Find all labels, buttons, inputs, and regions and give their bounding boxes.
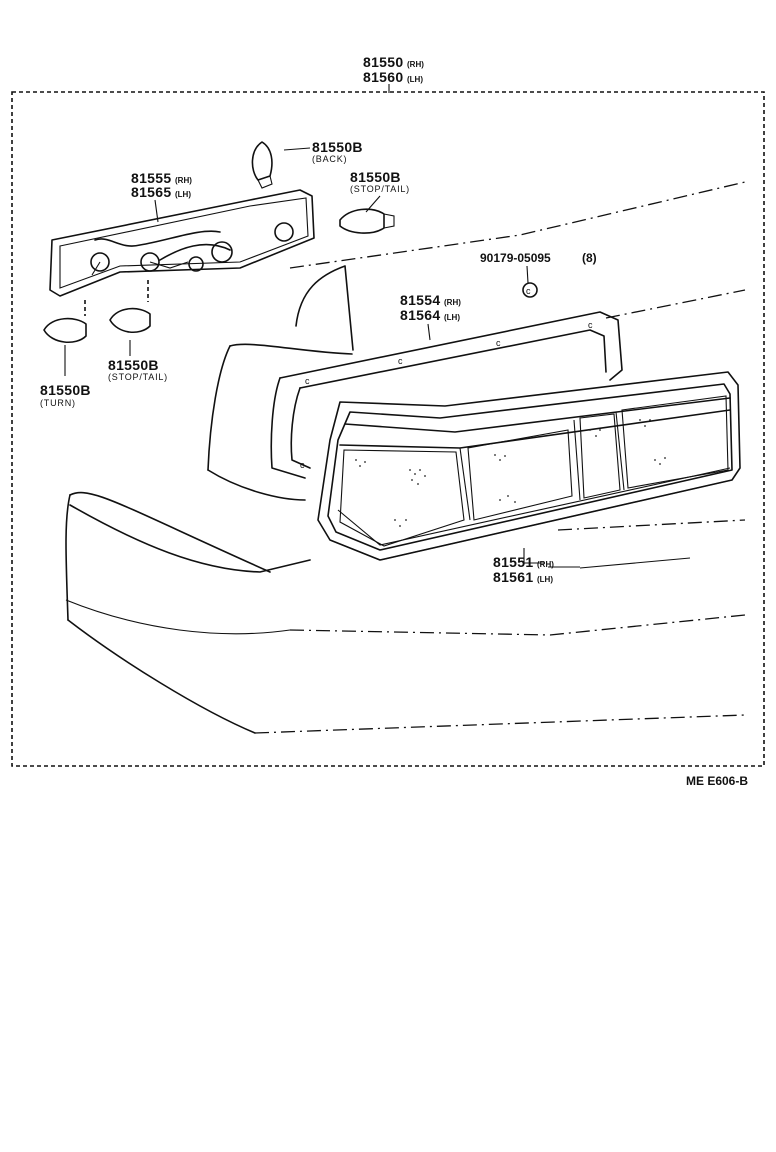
gasket-side-lh: (LH) [444, 313, 460, 322]
socket-side-lh: (LH) [175, 190, 191, 199]
assembly-side-rh: (RH) [407, 60, 424, 69]
label-bulb-turn: 81550B (TURN) [40, 382, 91, 408]
gasket-side-rh: (RH) [444, 298, 461, 307]
svg-text:c: c [305, 376, 310, 386]
bulb-back-part: 81550B [312, 139, 363, 155]
bulb-stop-tail-upper-part: 81550B [350, 169, 401, 185]
gasket-part-rh: 81554 [400, 292, 440, 308]
label-assembly: 81550 (RH) 81560 (LH) [363, 54, 424, 85]
figure-code: ME E606-B [686, 774, 748, 788]
lens-part-rh: 81551 [493, 554, 533, 570]
assembly-side-lh: (LH) [407, 75, 423, 84]
svg-text:c: c [300, 460, 305, 470]
label-bulb-stop-tail-upper: 81550B (STOP/TAIL) [350, 169, 410, 194]
label-socket-harness: 81555 (RH) 81565 (LH) [131, 170, 192, 200]
svg-text:c: c [526, 286, 531, 296]
svg-text:c: c [496, 338, 501, 348]
lamp-housing-panel [207, 343, 353, 501]
bulb-turn-part: 81550B [40, 382, 91, 398]
label-nut: 90179-05095 (8) [480, 251, 597, 265]
bulb-turn-sub: (TURN) [40, 398, 76, 408]
label-bulb-back: 81550B (BACK) [312, 139, 363, 164]
bulb-back-sub: (BACK) [312, 154, 347, 164]
socket-side-rh: (RH) [175, 176, 192, 185]
bulb-stop-tail-upper [339, 208, 395, 234]
nut-qty: (8) [582, 251, 597, 265]
gasket: c c c c c [270, 311, 623, 479]
lens-shading [355, 419, 666, 527]
svg-text:c: c [588, 320, 593, 330]
gasket-part-lh: 81564 [400, 307, 440, 323]
bulb-turn [43, 317, 87, 343]
socket-harness-plate [49, 189, 315, 297]
bulb-stop-tail-lower-sub: (STOP/TAIL) [108, 372, 168, 382]
socket-part-lh: 81565 [131, 184, 171, 200]
svg-text:c: c [398, 356, 403, 366]
assembly-boundary-frame [11, 84, 765, 767]
assembly-part-rh: 81550 [363, 54, 403, 70]
socket-part-rh: 81555 [131, 170, 171, 186]
lens-part-lh: 81561 [493, 569, 533, 585]
rear-body-panel [65, 491, 311, 734]
label-bulb-stop-tail-lower: 81550B (STOP/TAIL) [108, 357, 168, 382]
lens-side-lh: (LH) [537, 575, 553, 584]
leader-lines [64, 147, 691, 569]
assembly-part-lh: 81560 [363, 69, 403, 85]
lens-side-rh: (RH) [537, 560, 554, 569]
tail-lamp-lens [317, 371, 741, 561]
nut-part: 90179-05095 [480, 251, 551, 265]
bulb-stop-tail-lower-part: 81550B [108, 357, 159, 373]
bulb-back [251, 141, 273, 189]
bulb-stop-tail-upper-sub: (STOP/TAIL) [350, 184, 410, 194]
nut-icon: c [522, 282, 538, 298]
body-panel-outline [254, 181, 746, 734]
bulb-stop-tail-lower [109, 307, 151, 333]
label-gasket: 81554 (RH) 81564 (LH) [400, 292, 461, 323]
label-lens: 81551 (RH) 81561 (LH) [493, 554, 554, 585]
